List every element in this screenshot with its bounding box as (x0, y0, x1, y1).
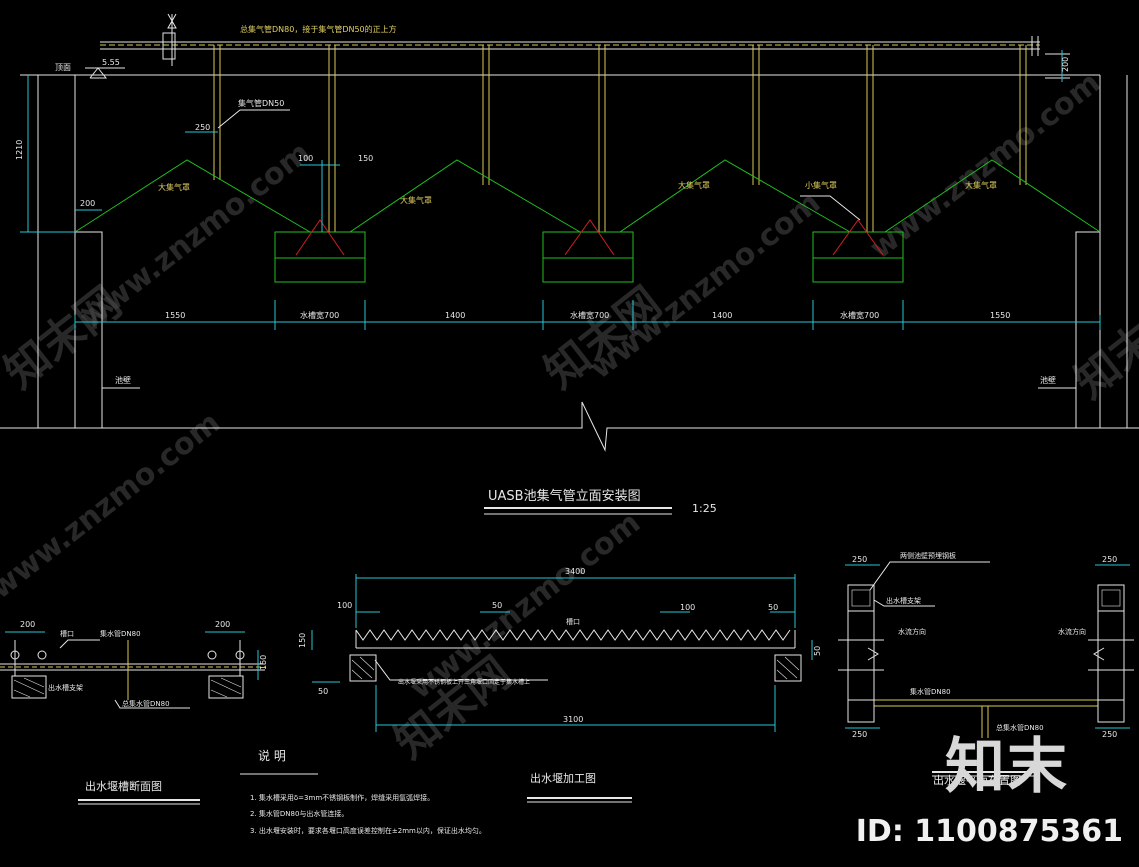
watermark-id: ID: 1100875361 (855, 814, 1123, 849)
section-mid (311, 574, 813, 803)
dim-200-top: 200 (1061, 57, 1070, 72)
notes-item-3: 3. 出水堰安装时，要求各堰口高度误差控制在±2mm以内，保证出水均匀。 (250, 826, 486, 835)
dim-1210: 1210 (15, 140, 24, 160)
dim-100: 100 (298, 154, 313, 163)
watermark-logo: 知末 (945, 732, 1069, 802)
right-pipe-mid: 集水管DN80 (910, 687, 951, 696)
main-scale: 1:25 (692, 502, 717, 515)
left-title: 出水堰槽断面图 (85, 779, 162, 793)
title-underline (484, 507, 672, 515)
left-dim-200a: 200 (20, 620, 35, 629)
watermark-site: www.znzmo.com (863, 65, 1107, 266)
main-title: UASB池集气管立面安装图 (488, 488, 641, 504)
left-notch: 槽口 (60, 629, 74, 638)
level-label: 顶面 (55, 63, 71, 72)
right-flow-left: 水流方向 (898, 627, 926, 636)
notes-item-2: 2. 集水管DN80与出水管连接。 (250, 809, 348, 818)
section-right (838, 561, 1134, 777)
right-dim-250c: 250 (852, 730, 867, 739)
section-right-texts: 250 250 250 250 两侧池壁预埋钢板 出水槽支架 水流方向 水流方向… (852, 551, 1117, 787)
right-dim-250d: 250 (1102, 730, 1117, 739)
left-bracket: 出水槽支架 (48, 683, 83, 692)
section-left-texts: 200 200 150 槽口 集水管DN80 出水槽支架 总集水管DN80 出水… (20, 620, 268, 793)
wall-label-left: 池壁 (115, 375, 131, 385)
left-dim-200b: 200 (215, 620, 230, 629)
mid-title: 出水堰加工图 (530, 771, 596, 785)
right-title: 出水堰平面布置图 (933, 773, 1021, 787)
gas-main-pipe (100, 13, 1070, 82)
mid-dim-50b: 50 (768, 603, 778, 612)
hood-label-3: 大集气罩 (678, 180, 710, 190)
right-flow-right: 水流方向 (1058, 627, 1086, 636)
hood-label-1: 大集气罩 (158, 182, 190, 192)
slot-label-1: 水槽宽700 (300, 310, 339, 320)
large-gas-hoods (74, 159, 1101, 233)
mid-dim-50d: 50 (813, 646, 822, 656)
branch-pipe-label: 集气管DN50 (238, 98, 284, 108)
left-dim-150: 150 (259, 655, 268, 670)
slot-label-2: 水槽宽700 (570, 310, 609, 320)
notes-item-1: 1. 集水槽采用δ=3mm不锈钢板制作，焊缝采用氩弧焊接。 (250, 793, 434, 802)
mid-dim-50c: 50 (318, 687, 328, 696)
main-leaders (85, 67, 861, 221)
left-pipe-top: 集水管DN80 (100, 629, 141, 638)
main-dimensions (20, 75, 1101, 330)
right-pipe-bottom: 总集水管DN80 (996, 723, 1044, 732)
mid-dim-100: 100 (337, 601, 352, 610)
mid-notch: 槽口 (566, 617, 580, 626)
notes-block: 说 明 1. 集水槽采用δ=3mm不锈钢板制作，焊缝采用氩弧焊接。 2. 集水管… (240, 748, 486, 835)
right-dim-250b: 250 (1102, 555, 1117, 564)
dim-seg1: 1550 (165, 311, 185, 320)
main-texts: 总集气管DN80，接于集气管DN50的正上方 顶面 5.55 集气管DN50 2… (15, 24, 1070, 515)
watermark-site: www.znzmo.com (0, 405, 227, 606)
hood-label-2: 大集气罩 (400, 195, 432, 205)
section-left (0, 631, 265, 805)
mid-dim-3400: 3400 (565, 567, 585, 576)
watermark-site: www.znzmo.com (403, 505, 647, 706)
left-pipe-bottom: 总集水管DN80 (122, 699, 170, 708)
right-top-note: 两侧池壁预埋钢板 (900, 551, 956, 560)
dim-seg2: 1400 (445, 311, 465, 320)
right-bracket: 出水槽支架 (886, 596, 921, 605)
water-troughs (274, 219, 904, 283)
dim-200: 200 (80, 199, 95, 208)
dim-150: 150 (358, 154, 373, 163)
level-value: 5.55 (102, 58, 120, 67)
section-mid-texts: 3400 100 50 100 50 150 50 50 槽口 出水堰采用不锈钢… (298, 567, 822, 785)
hood-label-4: 大集气罩 (965, 180, 997, 190)
right-dim-250a: 250 (852, 555, 867, 564)
notes-heading: 说 明 (258, 748, 286, 763)
small-hood-label: 小集气罩 (805, 180, 837, 190)
dim-seg3: 1400 (712, 311, 732, 320)
wall-label-right: 池壁 (1040, 375, 1056, 385)
branch-pipes (213, 45, 1027, 232)
weir-notches (355, 629, 791, 641)
mid-note: 出水堰采用不锈钢板上开三角堰口固定于集水槽上 (398, 678, 530, 686)
mid-dim-150: 150 (298, 633, 307, 648)
mid-dim-3100: 3100 (563, 715, 583, 724)
main-elevation (0, 74, 1139, 452)
watermark-cn: 知末网 (0, 277, 131, 398)
slot-label-3: 水槽宽700 (840, 310, 879, 320)
mid-dim-100b: 100 (680, 603, 695, 612)
mid-dim-50a: 50 (492, 601, 502, 610)
pipe-note: 总集气管DN80，接于集气管DN50的正上方 (240, 24, 397, 34)
dim-250: 250 (195, 123, 210, 132)
dim-seg4: 1550 (990, 311, 1010, 320)
